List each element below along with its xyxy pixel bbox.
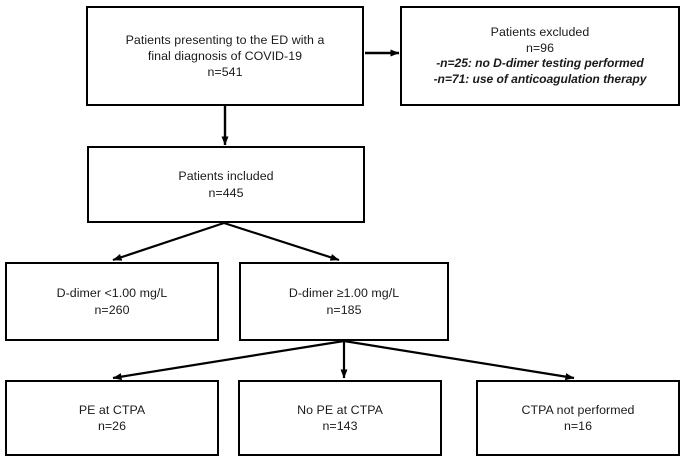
node-included-count: n=445 [208, 185, 244, 200]
node-excluded-count: n=96 [525, 41, 555, 56]
node-presenting-count: n=541 [207, 65, 243, 80]
node-no-pe-at-ctpa: No PE at CTPA n=143 [238, 380, 442, 456]
node-pe-at-ctpa: PE at CTPA n=26 [5, 380, 219, 456]
node-patients-presenting: Patients presenting to the ED with a fin… [86, 6, 364, 106]
node-ddimer-high-label: D-dimer ≥1.00 mg/L [288, 286, 400, 301]
node-excluded-line-1: Patients excluded [490, 25, 590, 40]
node-no-pe-label: No PE at CTPA [297, 402, 383, 417]
node-ctpa-not-performed: CTPA not performed n=16 [476, 380, 680, 456]
node-ddimer-low-label: D-dimer <1.00 mg/L [56, 286, 168, 301]
node-presenting-line-2: final diagnosis of COVID-19 [147, 48, 303, 63]
edge-ddimer-high-to-ctpa-not-performed [343, 339, 575, 381]
node-included-label: Patients included [178, 169, 274, 184]
edge-included-to-ddimer-high [223, 221, 340, 262]
node-excluded-reason-2: -n=71: use of anticoagulation therapy [433, 72, 647, 87]
node-ddimer-high: D-dimer ≥1.00 mg/L n=185 [239, 262, 449, 341]
edge-included-to-ddimer-low [112, 221, 225, 262]
node-no-pe-count: n=143 [322, 419, 358, 433]
node-patients-excluded: Patients excluded n=96 -n=25: no D-dimer… [400, 6, 680, 106]
node-ddimer-low: D-dimer <1.00 mg/L n=260 [5, 262, 219, 341]
node-presenting-line-1: Patients presenting to the ED with a [125, 32, 325, 47]
node-ctpa-not-performed-label: CTPA not performed [521, 402, 635, 417]
node-ctpa-not-performed-count: n=16 [563, 419, 593, 433]
node-pe-count: n=26 [97, 419, 127, 433]
edge-ddimer-high-to-pe [112, 339, 345, 381]
node-excluded-reason-1: -n=25: no D-dimer testing performed [436, 56, 644, 71]
node-ddimer-low-count: n=260 [94, 302, 130, 317]
node-pe-label: PE at CTPA [78, 402, 146, 417]
node-ddimer-high-count: n=185 [326, 302, 362, 317]
node-patients-included: Patients included n=445 [87, 146, 365, 223]
